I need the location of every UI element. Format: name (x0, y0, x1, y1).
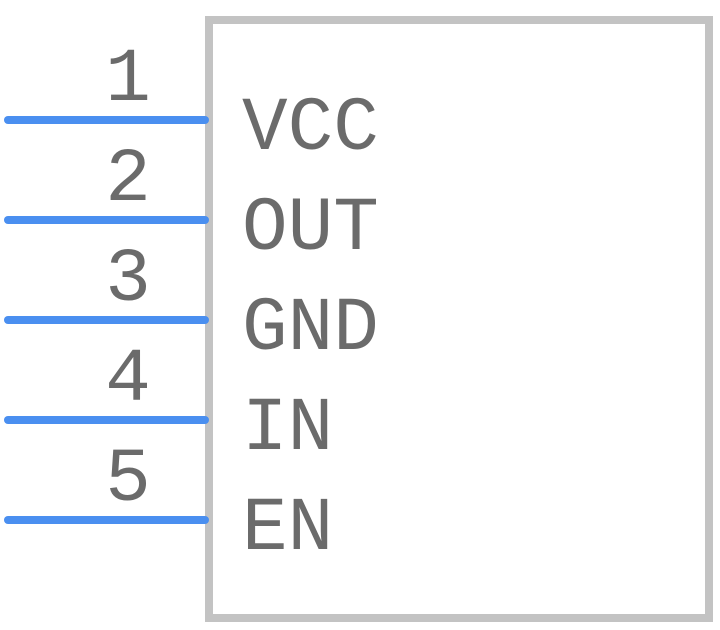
pin-2-name: OUT (242, 186, 379, 272)
pin-3-number: 3 (105, 237, 151, 323)
pin-3-name: GND (242, 286, 379, 372)
pin-2: 2 OUT (4, 137, 379, 272)
pin-1: 1 VCC (4, 37, 379, 172)
pin-5-number: 5 (105, 437, 151, 523)
pin-3: 3 GND (4, 237, 379, 372)
pin-4-number: 4 (105, 337, 151, 423)
pin-4: 4 IN (4, 337, 333, 472)
component-body (205, 16, 713, 622)
pin-5-name: EN (242, 486, 333, 572)
pin-2-number: 2 (105, 137, 151, 223)
pin-5: 5 EN (4, 437, 333, 572)
pin-1-number: 1 (105, 37, 151, 123)
pin-4-name: IN (242, 386, 333, 472)
pin-1-name: VCC (242, 86, 379, 172)
